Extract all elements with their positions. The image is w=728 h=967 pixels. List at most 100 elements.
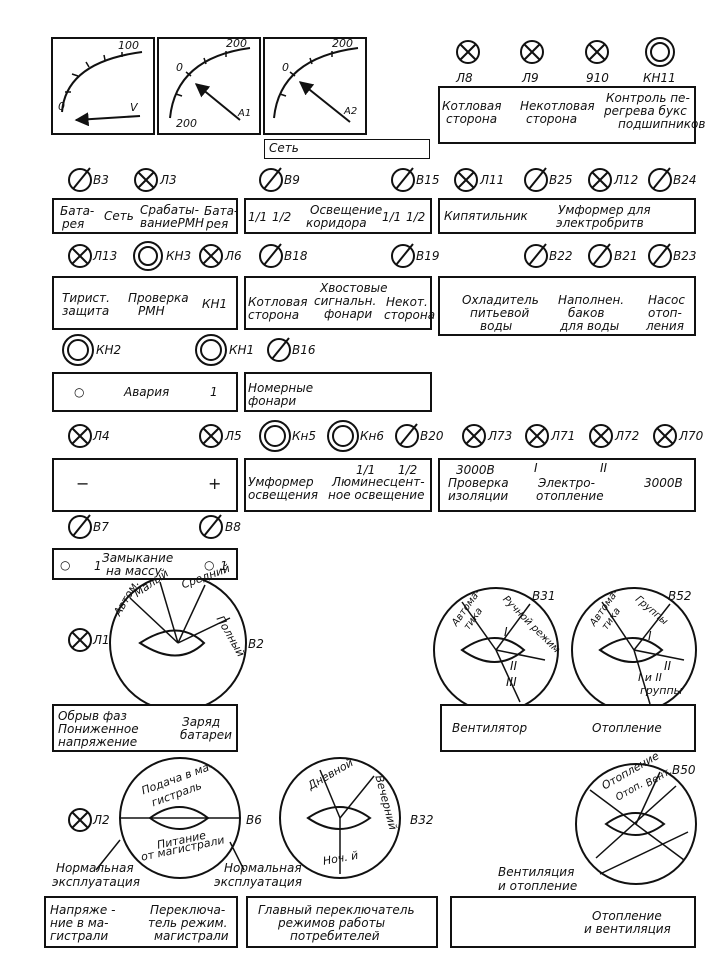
label-l12: Л12: [614, 173, 639, 187]
label-l73: Л73: [488, 429, 513, 443]
text: коридора: [306, 216, 367, 230]
label-l10: 910: [586, 71, 609, 85]
a2-max: 200: [332, 37, 353, 50]
lamp-l72: [589, 424, 613, 448]
text: Обрыв фаз: [58, 709, 127, 723]
switch-v3[interactable]: [68, 167, 92, 192]
text: Освещение: [310, 203, 383, 217]
switch-v15[interactable]: [391, 167, 415, 192]
label-b52: В52: [668, 589, 692, 603]
button-kn1[interactable]: [195, 334, 227, 366]
plate-corridor: 1/1 1/2 Освещение коридора 1/1 1/2: [244, 198, 432, 234]
switch-v21[interactable]: [588, 243, 612, 268]
switch-v16[interactable]: [267, 337, 291, 362]
dial-b32[interactable]: [279, 757, 401, 879]
a2-unit: A2: [344, 106, 358, 117]
text: Котловая: [248, 295, 308, 309]
dial-b52[interactable]: [571, 587, 697, 713]
text: Переключа-: [150, 903, 226, 917]
switch-v18[interactable]: [259, 243, 283, 268]
text: ное освещение: [328, 488, 425, 502]
text: II: [600, 461, 608, 475]
text: Проверка: [448, 476, 509, 490]
label-v24: В24: [673, 173, 697, 187]
text: Насос: [648, 293, 685, 307]
button-kn2[interactable]: [62, 334, 94, 366]
voltmeter-zero: 0: [58, 100, 65, 113]
b52-pos-groups-2: группы: [640, 684, 683, 697]
label-l13: Л13: [93, 249, 118, 263]
text: Наполнен.: [558, 293, 625, 307]
switch-v20[interactable]: [395, 423, 419, 448]
text: 1/1: [248, 210, 268, 224]
dial-b50[interactable]: [575, 763, 697, 885]
label-ventilation-b: и отопление: [498, 879, 578, 893]
text: освещения: [248, 488, 318, 502]
b31-pos-1: I: [504, 625, 508, 639]
text: 1/2: [406, 210, 426, 224]
label-l71: Л71: [551, 429, 576, 443]
button-kn11[interactable]: [645, 37, 675, 67]
plate-luminescent: Умформер освещения 1/1 1/2 Люминесцент- …: [244, 458, 432, 512]
switch-v25[interactable]: [524, 167, 548, 192]
lamp-l6: [199, 244, 223, 268]
switch-v19[interactable]: [391, 243, 415, 268]
voltmeter: [51, 37, 155, 135]
plate-water-cooler: Охладитель питьевой воды Наполнен. баков…: [438, 276, 696, 336]
label-v9: В9: [284, 173, 300, 187]
dial-b31[interactable]: [433, 587, 559, 713]
voltmeter-max: 100: [118, 39, 139, 52]
text: ние в ма-: [50, 916, 109, 930]
button-kn6[interactable]: [327, 420, 359, 452]
text: напряжение: [58, 735, 138, 749]
label-v21: В21: [614, 249, 638, 263]
switch-v7[interactable]: [68, 514, 92, 539]
lamp-l5: [199, 424, 223, 448]
label-v16: В16: [292, 343, 316, 357]
ammeter-a1: [157, 37, 261, 135]
text: 3000В: [644, 476, 683, 490]
plate-tail-lights: Котловая сторона Хвостовые сигнальн. фон…: [244, 276, 435, 330]
a2-zero: 0: [282, 61, 289, 74]
text: батареи: [180, 728, 232, 742]
dial-b6[interactable]: [95, 757, 245, 879]
switch-v9[interactable]: [259, 167, 283, 192]
text: Некот.: [386, 295, 428, 309]
label-v22: В22: [549, 249, 573, 263]
text: Замыкание: [102, 551, 174, 565]
text: Охладитель: [462, 293, 539, 307]
plate-battery: Бата- рея Сеть Срабаты- ваниеРМН Бата- р…: [52, 198, 238, 234]
text: Умформер для: [558, 203, 651, 217]
label-kn5: Кн5: [292, 429, 316, 443]
switch-v24[interactable]: [648, 167, 672, 192]
text: 1: [210, 385, 218, 399]
plate-alarm: ○ Авария 1: [52, 372, 238, 412]
lamp-l3: [134, 168, 158, 192]
text: Проверка: [128, 291, 189, 305]
lamp-l73: [462, 424, 486, 448]
text: 1/2: [272, 210, 292, 224]
b52-pos-2: II: [664, 659, 672, 673]
label-normal-1b: эксплуатация: [52, 875, 140, 889]
text: подшипников: [618, 117, 706, 131]
label-kn1: КН1: [229, 343, 255, 357]
label-b6: В6: [246, 813, 262, 827]
switch-v22[interactable]: [524, 243, 548, 268]
lamp-l71: [525, 424, 549, 448]
label-normal-1a: Нормальная: [56, 861, 134, 875]
b31-pos-3: III: [506, 675, 517, 689]
switch-v23[interactable]: [648, 243, 672, 268]
switch-v8[interactable]: [199, 514, 223, 539]
text: Напряже -: [50, 903, 116, 917]
button-kn3[interactable]: [133, 241, 163, 271]
plate-number-lights: Номерные фонари: [244, 372, 432, 412]
lamp-l12: [588, 168, 612, 192]
text: 1: [94, 559, 102, 573]
lamp-l10: [585, 40, 609, 64]
text: Тирист.: [62, 291, 110, 305]
text: электробритв: [556, 216, 644, 230]
plate-thyristor: Тирист. защита Проверка РМН КН1: [52, 276, 238, 330]
button-kn5[interactable]: [259, 420, 291, 452]
text: защита: [62, 304, 110, 318]
